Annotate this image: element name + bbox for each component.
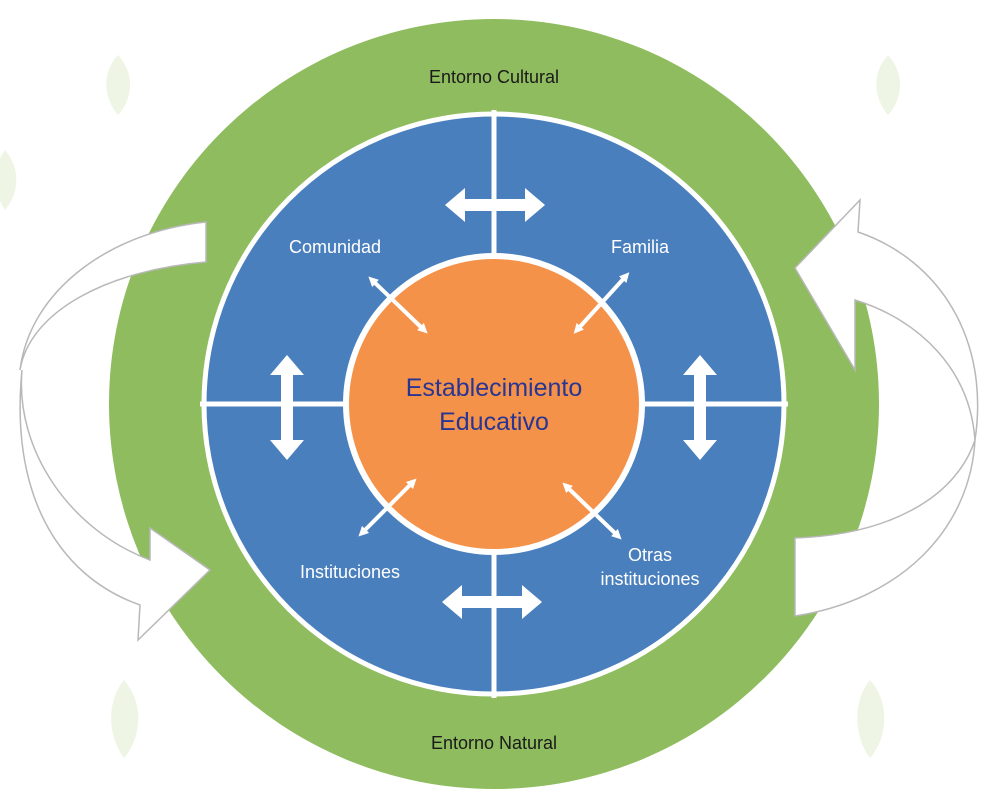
arrow-left-vertical (270, 355, 304, 460)
leaf-icon (857, 680, 885, 758)
arrow-top-horizontal (445, 188, 545, 222)
quadrant-label-familia: Familia (610, 237, 669, 257)
outer-ring-bottom-label: Entorno Natural (430, 733, 558, 753)
quadrant-label-otras: Otras (627, 545, 672, 565)
center-label-line1: Establecimiento (405, 374, 583, 402)
arrow-otras-instituciones (562, 482, 622, 540)
arrow-comunidad (368, 276, 428, 334)
arrow-right-vertical (683, 355, 717, 460)
outer-ring-top-label: Entorno Cultural (428, 67, 560, 87)
quadrant-arrows (270, 188, 717, 619)
arrow-bottom-horizontal (442, 585, 542, 619)
arrow-familia (573, 272, 630, 334)
diagonal-arrows (358, 272, 630, 540)
quadrant-label-instituciones: Instituciones (299, 562, 401, 582)
center-label-line2: Educativo (439, 408, 549, 436)
inner-disc-outline (201, 111, 787, 697)
leaf-icon (111, 680, 139, 758)
leaf-icon (876, 55, 901, 115)
arrow-instituciones (358, 478, 417, 537)
cycle-arrow-right (794, 197, 979, 617)
quadrant-label-comunidad: Comunidad (288, 237, 382, 257)
leaf-icon (106, 55, 131, 115)
quadrant-label-instituciones-2: instituciones (600, 569, 700, 589)
cycle-arrow-left (19, 221, 212, 642)
leaf-decorations (0, 55, 901, 758)
leaf-icon (0, 150, 17, 210)
